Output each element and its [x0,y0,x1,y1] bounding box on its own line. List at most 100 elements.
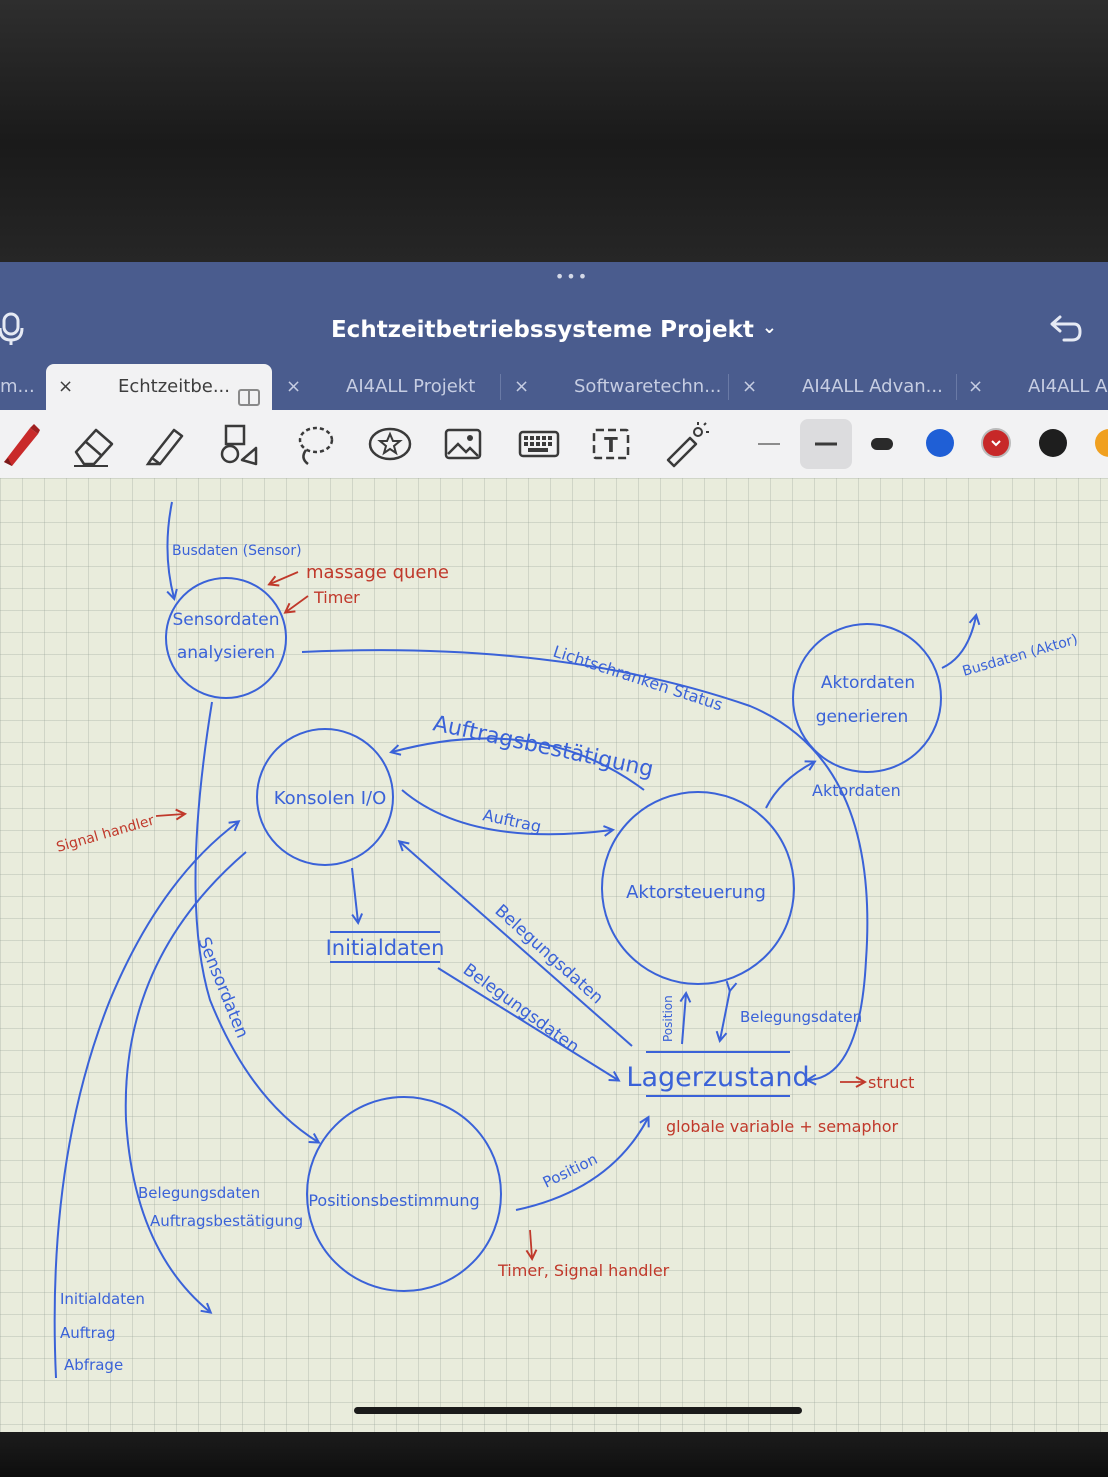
tab-label: AI4ALL Projekt [346,376,476,397]
flow-arrow [437,967,618,1080]
tab-close-icon[interactable]: × [286,376,302,397]
note-text: Timer [313,588,360,607]
process-sensordaten-circle [165,577,287,699]
microphone-icon[interactable] [0,310,28,346]
tab-label: AI4ALL Advan... [802,376,943,397]
device-bezel-bottom [0,1432,1108,1477]
flow-arrow [167,501,174,598]
flow-arrow [720,990,730,1040]
note-text: Timer, Signal handler [497,1261,670,1280]
process-positionsbestimmung-circle [306,1096,502,1292]
flow-label: Sensordaten [193,934,252,1041]
flow-arrow [765,762,814,809]
thin-stroke-option[interactable] [744,420,794,468]
title-bar [0,262,1108,364]
note-arrow [530,1229,532,1258]
document-title-text: Echtzeitbetriebssysteme Projekt [330,317,754,343]
process-label: analysieren [177,643,275,663]
sticker-icon[interactable] [364,420,414,468]
process-label: Positionsbestimmung [308,1191,479,1210]
tab-ai4all-advan[interactable]: × AI4ALL Advan... [732,364,952,410]
device-bezel-top [0,0,1108,262]
tab-softwaretechn[interactable]: × Softwaretechn... [504,364,724,410]
note-text: struct [868,1073,914,1092]
process-label: Aktorsteuerung [626,882,766,903]
color-swatch-black[interactable] [1038,428,1068,458]
process-label: Sensordaten [172,610,279,630]
flow-label: Auftragsbestätigung [431,711,656,782]
handwritten-diagram: Sensordaten analysieren Konsolen I/O Akt… [53,501,1080,1379]
flow-label: Busdaten (Sensor) [172,543,302,559]
tab-ai4all-a[interactable]: × AI4ALL A [960,364,1108,410]
thick-stroke-option[interactable] [857,420,907,468]
color-swatch-blue[interactable] [925,428,955,458]
tab-close-icon[interactable]: × [742,376,758,397]
image-icon[interactable] [438,420,488,468]
laser-pointer-icon[interactable] [660,420,710,468]
color-swatch-red[interactable] [981,428,1011,458]
tab-label: Echtzeitbe... [118,376,230,397]
flow-arrow [301,649,869,1080]
note-arrow [286,595,309,612]
flow-label: Initialdaten [60,1290,145,1308]
chevron-down-icon: ⌄ [761,317,778,338]
flow-label: Position [540,1150,600,1192]
flow-label: Lichtschranken Status [551,642,725,715]
keyboard-icon[interactable] [512,420,562,468]
pen-icon[interactable] [0,420,50,468]
tab-label: m... [0,376,35,397]
flow-label: Auftrag [60,1324,116,1342]
lasso-icon[interactable] [290,420,340,468]
tab-echtzeitbe[interactable]: × Echtzeitbe... [46,364,272,410]
undo-icon[interactable] [1044,312,1084,348]
flow-arrow [351,867,358,922]
store-initialdaten: Initialdaten [326,936,445,960]
multitasking-grabber[interactable]: ••• [554,267,590,286]
flow-arrow [515,1118,648,1211]
note-text: Signal handler [55,813,157,856]
tab-close-icon[interactable]: × [968,376,984,397]
note-arrow [155,814,184,816]
tab-divider [500,374,501,400]
note-text: massage quene [306,562,449,583]
note-canvas[interactable]: Sensordaten analysieren Konsolen I/O Akt… [0,478,1108,1432]
flow-label: Aktordaten [812,781,901,800]
flow-label: Belegungsdaten [740,1008,862,1026]
home-indicator[interactable] [354,1407,802,1414]
eraser-icon[interactable] [68,420,118,468]
flow-arrow [194,701,318,1142]
flow-label: Busdaten (Aktor) [961,632,1080,680]
split-view-icon[interactable] [238,378,260,406]
flow-arrow [401,789,612,834]
flow-arrow [400,842,633,1047]
process-label: Konsolen I/O [274,788,386,809]
text-tool-glyph: T [604,433,618,457]
text-icon[interactable]: T [586,420,636,468]
tab-ai4all-projekt[interactable]: × AI4ALL Projekt [276,364,496,410]
flow-arrow [941,616,976,669]
tab-close-icon[interactable]: × [58,376,74,397]
flow-label: Belegungsdaten [138,1184,260,1202]
flow-label: Auftragsbestätigung [150,1212,303,1230]
flow-label: Position [661,995,675,1042]
tab-label: Softwaretechn... [574,376,722,397]
highlighter-icon[interactable] [142,420,192,468]
process-aktorsteuerung-circle [601,791,795,985]
process-aktordaten-circle [792,623,942,773]
chevron-down-icon [991,440,1001,447]
note-text: globale variable + semaphor [666,1117,899,1136]
tab-divider [956,374,957,400]
flow-arrow [682,994,686,1045]
color-swatch-orange[interactable] [1094,428,1108,458]
shapes-icon[interactable] [216,420,266,468]
medium-stroke-option[interactable] [801,420,851,468]
process-konsolen-circle [256,728,394,866]
flow-arrow [53,822,238,1379]
document-title[interactable]: Echtzeitbetriebssysteme Projekt ⌄ [300,312,808,348]
tab-notebook-1[interactable]: m... [0,364,40,410]
store-lagerzustand: Lagerzustand [626,1062,809,1093]
note-arrow [270,571,299,584]
tab-close-icon[interactable]: × [514,376,530,397]
process-label: Aktordaten [821,673,915,693]
tab-divider [728,374,729,400]
